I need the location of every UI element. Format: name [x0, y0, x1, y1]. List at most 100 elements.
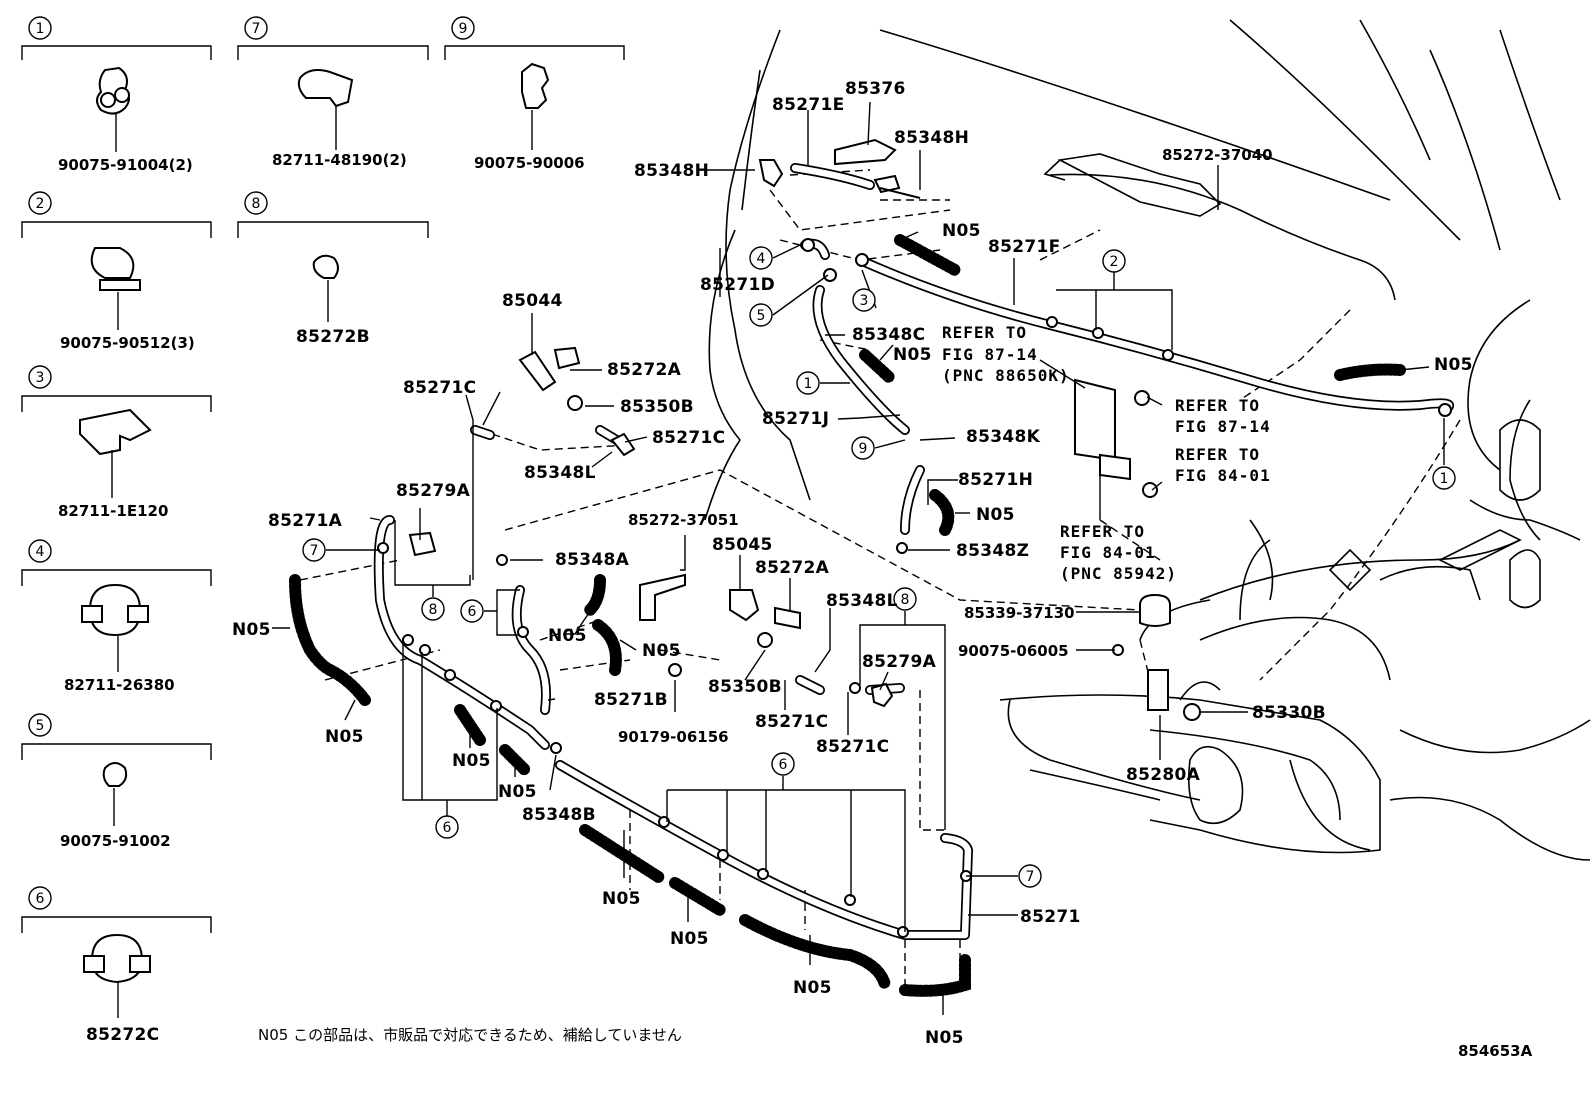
legend-item-9: 9 90075-90006 [444, 16, 625, 172]
legend-item-2: 2 90075-90512(3) [21, 191, 212, 352]
callout-4: 4 [749, 246, 773, 270]
nozzle-85045 [729, 589, 760, 622]
svg-text:1: 1 [804, 376, 813, 392]
vehicle-body-outline [704, 19, 1591, 861]
svg-text:REFER TO: REFER TO [1060, 522, 1145, 541]
label-n05: N05 [1434, 355, 1473, 375]
legend-item-4: 4 82711-26380 [21, 539, 212, 694]
svg-text:3: 3 [860, 293, 869, 309]
callout-1a: 1 [796, 371, 820, 395]
legend-item-6: 6 85272C [21, 886, 212, 1045]
hose-85271B [511, 585, 551, 715]
legend-item-8: 8 85272B [237, 191, 429, 347]
svg-text:1: 1 [36, 21, 45, 37]
label-n05: N05 [670, 929, 709, 949]
clamp-icon [81, 583, 149, 637]
svg-text:8: 8 [429, 602, 438, 618]
label-85330B: 85330B [1252, 703, 1326, 723]
callout-6b: 6 [435, 815, 459, 839]
label-n05: N05 [893, 345, 932, 365]
clip-icon [312, 254, 339, 279]
svg-text:90075-91002: 90075-91002 [60, 832, 171, 850]
label-n05: N05 [325, 727, 364, 747]
label-85271J: 85271J [762, 409, 829, 429]
legend-item-7: 7 82711-48190(2) [237, 16, 429, 169]
n05-hoses [289, 234, 1406, 997]
svg-text:6: 6 [779, 757, 788, 773]
svg-text:1: 1 [1440, 471, 1449, 487]
label-85272-37040: 85272-37040 [1162, 146, 1273, 164]
svg-text:3: 3 [36, 370, 45, 386]
legend-item-1: 1 90075-91004(2) [21, 16, 212, 174]
label-90179-06156: 90179-06156 [618, 728, 729, 746]
label-n05: N05 [548, 626, 587, 646]
svg-text:9: 9 [859, 441, 868, 457]
label-n05: N05 [232, 620, 271, 640]
part-labels: 85376 85271E 85348H 85348H 85272-37040 N… [232, 79, 1473, 1048]
clip-icon [521, 62, 550, 109]
label-85271D: 85271D [700, 275, 775, 295]
legend: 1 90075-91004(2) 2 90075-90512(3) 3 [21, 16, 625, 1045]
hose-85271E [790, 163, 875, 190]
svg-text:2: 2 [36, 196, 45, 212]
svg-text:90075-91004(2): 90075-91004(2) [58, 156, 193, 174]
label-85271C: 85271C [652, 428, 725, 448]
svg-text:REFER TO: REFER TO [942, 323, 1027, 342]
label-85350B: 85350B [620, 397, 694, 417]
label-85272A: 85272A [755, 558, 830, 578]
label-85271H: 85271H [958, 470, 1033, 490]
label-85348B: 85348B [522, 805, 596, 825]
label-90075-06005: 90075-06005 [958, 642, 1069, 660]
label-n05: N05 [602, 889, 641, 909]
svg-text:8: 8 [252, 196, 261, 212]
svg-text:FIG 84-01: FIG 84-01 [1175, 466, 1271, 485]
clamp-icon [297, 69, 354, 108]
valve-85279A-lower [870, 682, 894, 708]
callout-2: 2 [1102, 249, 1126, 273]
pump-unit [1074, 378, 1116, 462]
svg-text:82711-48190(2): 82711-48190(2) [272, 151, 407, 169]
svg-text:5: 5 [36, 718, 45, 734]
label-85280A: 85280A [1126, 765, 1201, 785]
svg-text:90075-90006: 90075-90006 [474, 154, 585, 172]
svg-text:9: 9 [459, 21, 468, 37]
ref-fig-84-01-pnc: REFER TO FIG 84-01 (PNC 85942) [1060, 522, 1176, 583]
callout-7b: 7 [1018, 864, 1042, 888]
bracket-85272A [774, 606, 801, 630]
callout-6c: 6 [771, 752, 795, 776]
svg-text:85272C: 85272C [86, 1025, 159, 1045]
leader-lines [272, 101, 1445, 1015]
svg-text:85272B: 85272B [296, 327, 370, 347]
ref-fig-84-01: REFER TO FIG 84-01 [1175, 445, 1271, 485]
svg-text:FIG 87-14: FIG 87-14 [1175, 417, 1271, 436]
label-85272-37051: 85272-37051 [628, 511, 739, 529]
ref-fig-87-14: REFER TO FIG 87-14 [1175, 396, 1271, 436]
label-85350B: 85350B [708, 677, 782, 697]
label-n05: N05 [642, 641, 681, 661]
svg-text:(PNC 88650K): (PNC 88650K) [942, 366, 1070, 385]
svg-text:82711-26380: 82711-26380 [64, 676, 175, 694]
callout-5: 5 [749, 303, 773, 327]
svg-text:4: 4 [36, 544, 45, 560]
label-85348H: 85348H [634, 161, 709, 181]
label-85271A: 85271A [268, 511, 343, 531]
label-85271F: 85271F [988, 237, 1061, 257]
svg-text:6: 6 [468, 604, 477, 620]
nozzle-85044 [518, 350, 557, 392]
pump-85280A [1147, 669, 1169, 711]
label-n05: N05 [925, 1028, 964, 1048]
svg-text:5: 5 [757, 308, 766, 324]
svg-text:FIG 87-14: FIG 87-14 [942, 345, 1038, 364]
svg-text:90075-90512(3): 90075-90512(3) [60, 334, 195, 352]
label-85348H: 85348H [894, 128, 969, 148]
label-85279A: 85279A [396, 481, 471, 501]
svg-text:7: 7 [252, 21, 261, 37]
ref-fig-87-14-pnc: REFER TO FIG 87-14 (PNC 88650K) [942, 323, 1070, 385]
callout-3: 3 [852, 288, 876, 312]
svg-text:7: 7 [1026, 869, 1035, 885]
label-n05: N05 [976, 505, 1015, 525]
clip-icon [79, 408, 152, 456]
hose-85271F [855, 255, 1455, 415]
legend-item-3: 3 82711-1E120 [21, 365, 212, 520]
